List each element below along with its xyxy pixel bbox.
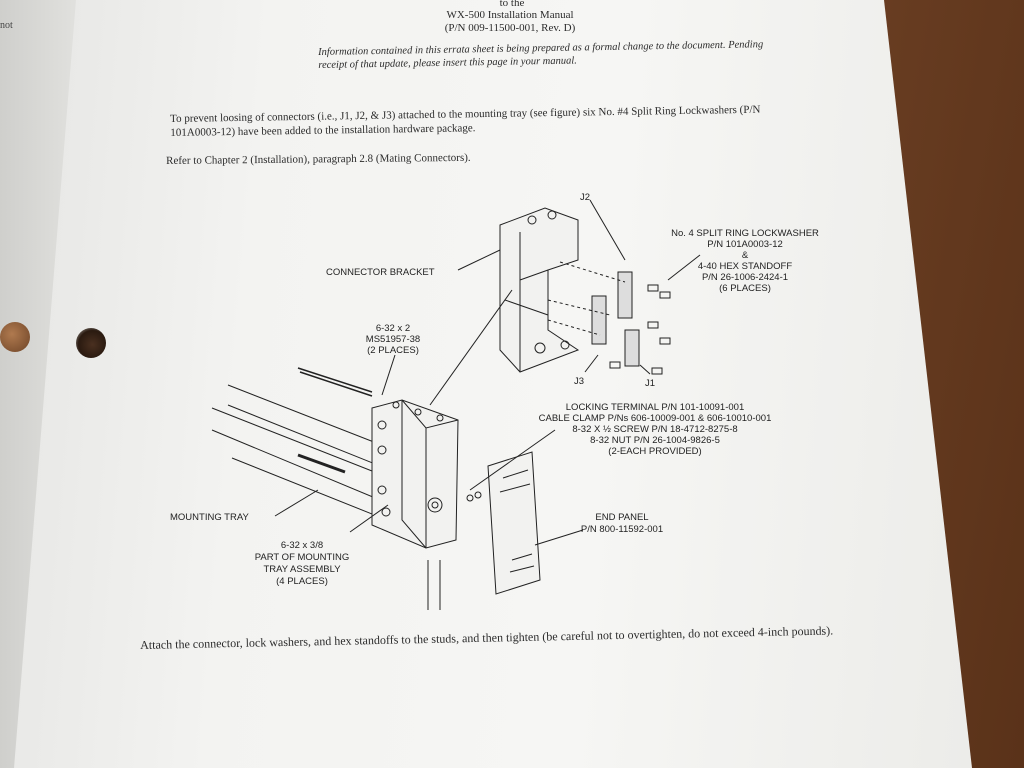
- label-j1: J1: [645, 378, 655, 389]
- leader-j1: [639, 364, 651, 375]
- label-screw-bottom: 6-32 x 3/8 PART OF MOUNTING TRAY ASSEMBL…: [255, 540, 349, 587]
- leader-end-panel: [534, 529, 584, 546]
- leader-bracket-to-tray: [429, 289, 513, 406]
- connector-j3: [591, 295, 607, 345]
- leader-connector-bracket: [457, 249, 501, 271]
- svg-text:END PANEL: END PANEL: [595, 512, 648, 523]
- leader-j2: [589, 199, 626, 261]
- label-j3: J3: [574, 376, 584, 387]
- leader-screw-top: [381, 354, 396, 396]
- svg-text:(4 PLACES): (4 PLACES): [276, 576, 328, 587]
- svg-text:(6 PLACES): (6 PLACES): [719, 283, 771, 294]
- leader-lockwasher: [667, 254, 701, 281]
- svg-text:(2-EACH PROVIDED): (2-EACH PROVIDED): [608, 446, 701, 457]
- svg-text:TRAY ASSEMBLY: TRAY ASSEMBLY: [263, 564, 341, 575]
- long-screws: [297, 367, 373, 397]
- connector-installation-figure: J2 J3 J1 CONNECTOR BRACKET No. 4 SPLIT R…: [170, 192, 819, 610]
- svg-text:CABLE CLAMP P/Ns 606-10009-001: CABLE CLAMP P/Ns 606-10009-001 & 606-100…: [539, 413, 772, 424]
- end-panel: [487, 451, 541, 595]
- svg-text:8-32 X ½ SCREW P/N 18-4712-827: 8-32 X ½ SCREW P/N 18-4712-8275-8: [572, 424, 737, 435]
- header-line-1: to the: [499, 0, 525, 9]
- label-mounting-tray: MOUNTING TRAY: [170, 512, 249, 523]
- svg-text:P/N 800-11592-001: P/N 800-11592-001: [581, 524, 663, 535]
- connector-j2: [617, 271, 633, 319]
- svg-text:8-32 NUT P/N 26-1004-9826-5: 8-32 NUT P/N 26-1004-9826-5: [590, 435, 720, 446]
- underlying-punch-hole: [0, 322, 30, 352]
- svg-text:No. 4 SPLIT RING LOCKWASHER: No. 4 SPLIT RING LOCKWASHER: [671, 228, 819, 239]
- svg-text:4-40 HEX STANDOFF: 4-40 HEX STANDOFF: [698, 261, 793, 272]
- header-manual-title: WX-500 Installation Manual: [446, 9, 574, 21]
- document-page: [14, 0, 972, 768]
- cable: [427, 560, 441, 610]
- leader-screw-bottom: [349, 504, 389, 533]
- label-screw-top: 6-32 x 2 MS51957-38 (2 PLACES): [366, 323, 420, 356]
- header-part-number: (P/N 009-11500-001, Rev. D): [444, 22, 576, 34]
- underlying-page-text: not: [0, 20, 13, 31]
- tray-slot: [297, 453, 346, 474]
- svg-text:MS51957-38: MS51957-38: [366, 334, 420, 345]
- label-locking-terminal: LOCKING TERMINAL P/N 101-10091-001 CABLE…: [539, 402, 772, 457]
- label-lockwasher: No. 4 SPLIT RING LOCKWASHER P/N 101A0003…: [671, 228, 819, 294]
- leader-locking-terminal: [469, 429, 556, 491]
- label-end-panel: END PANEL P/N 800-11592-001: [581, 512, 663, 535]
- svg-text:6-32 x 3/8: 6-32 x 3/8: [281, 540, 323, 551]
- tray-plate-edges: [401, 399, 459, 549]
- label-connector-bracket: CONNECTOR BRACKET: [326, 267, 435, 278]
- svg-text:PART OF MOUNTING: PART OF MOUNTING: [255, 552, 349, 563]
- svg-text:LOCKING TERMINAL P/N 101-10091: LOCKING TERMINAL P/N 101-10091-001: [566, 402, 744, 413]
- label-j2: J2: [580, 192, 590, 203]
- svg-text:P/N 101A0003-12: P/N 101A0003-12: [707, 239, 783, 250]
- svg-text:(2 PLACES): (2 PLACES): [367, 345, 419, 356]
- connector-j1: [624, 329, 640, 367]
- svg-text:6-32 x 2: 6-32 x 2: [376, 323, 410, 334]
- punch-hole: [76, 328, 106, 358]
- leader-j3: [584, 354, 599, 373]
- mounting-tray-rails: [211, 384, 421, 523]
- svg-text:&: &: [742, 250, 749, 261]
- leader-mounting-tray: [274, 489, 319, 517]
- svg-text:P/N 26-1006-2424-1: P/N 26-1006-2424-1: [702, 272, 788, 283]
